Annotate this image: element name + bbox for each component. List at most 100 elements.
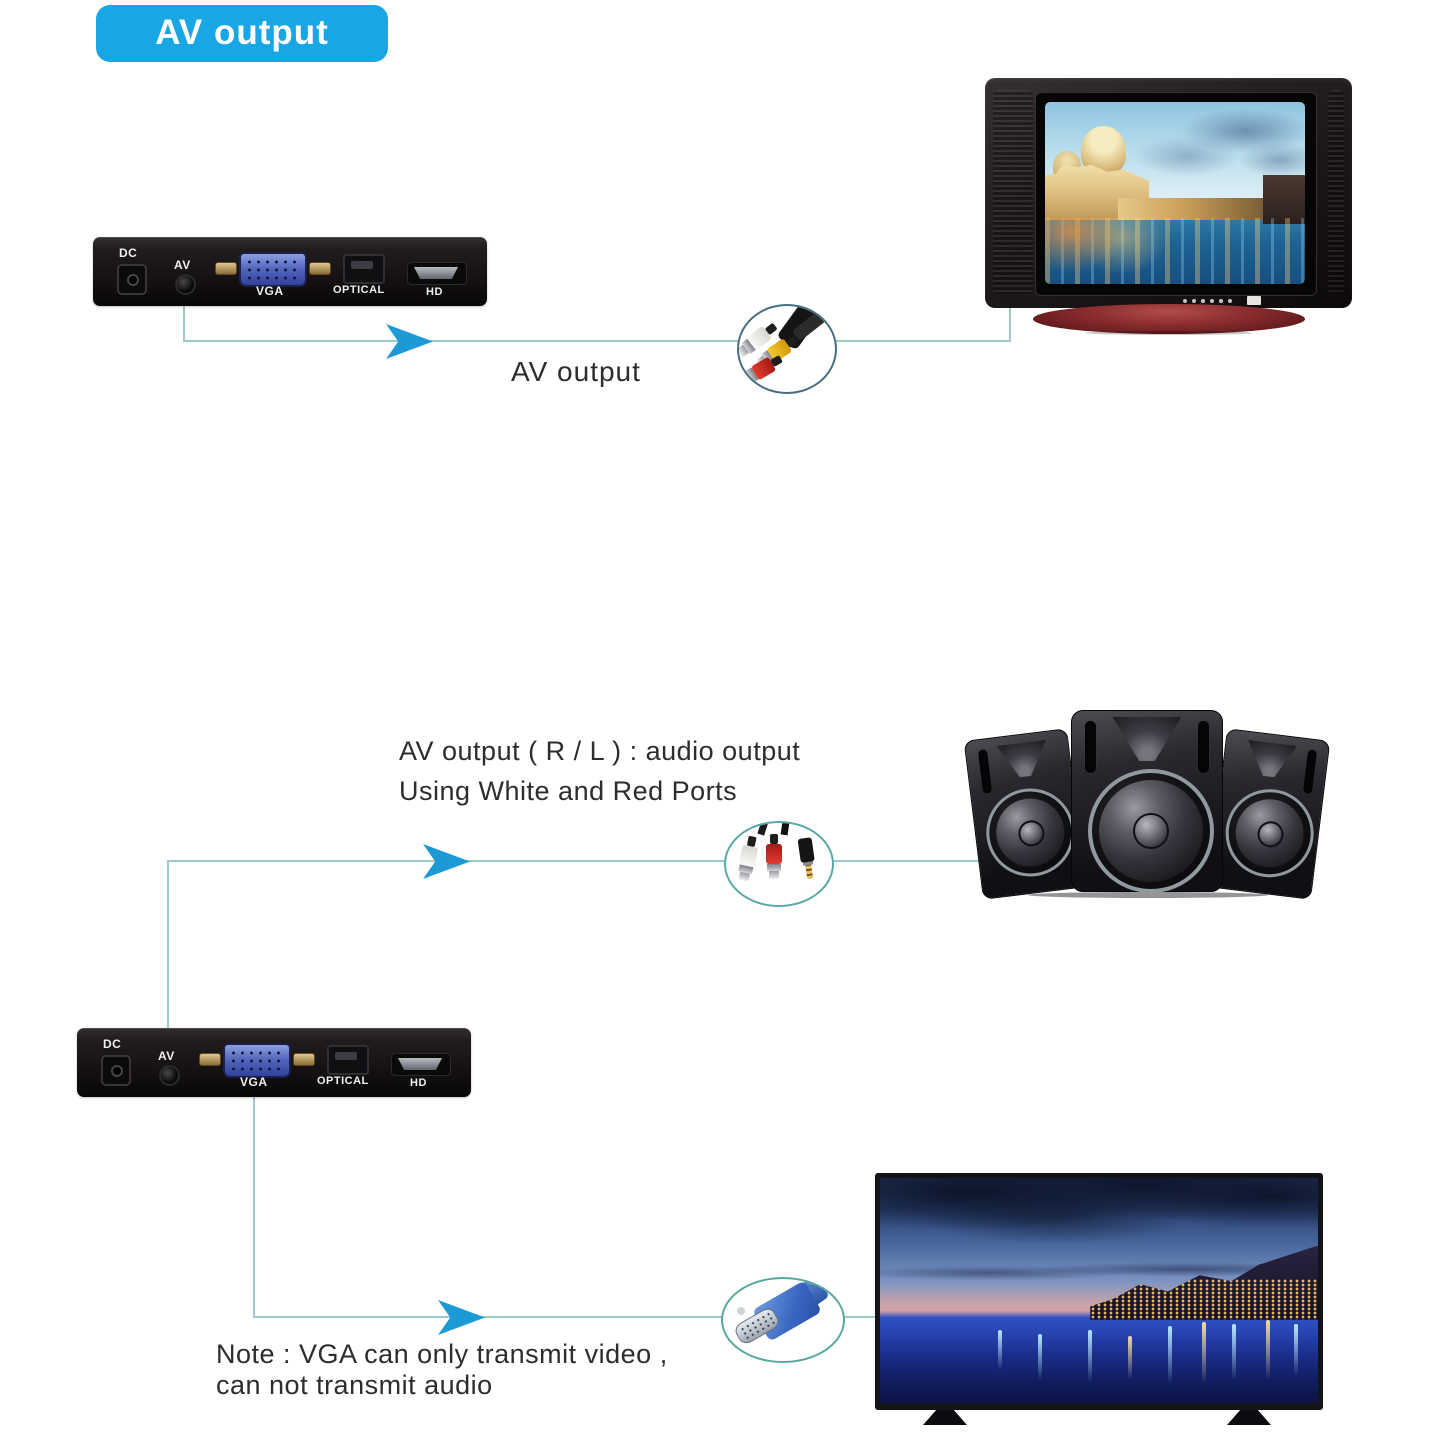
speaker-port-slot [1302,749,1318,795]
audio-jack-3-5mm [797,832,817,880]
speaker-system [963,708,1331,900]
dc-jack-hole [127,274,139,286]
vga-pins [245,258,301,281]
water-light-streak [1088,1330,1092,1382]
audio-caption-line2: Using White and Red Ports [399,776,738,806]
vga-line-horizontal [253,1316,877,1318]
speaker-horn [1112,717,1182,761]
speaker-horn [994,740,1054,781]
water-light-streak [1038,1334,1042,1380]
water-light-streak [1128,1336,1132,1380]
av-cable-icon [737,304,837,394]
vga-thumbscrew [737,1307,745,1315]
speaker-center [1071,710,1223,893]
converter-box-top: DC AV VGA OPTICAL HD [93,237,487,306]
av-port-label: AV [174,258,191,272]
audio-output-caption: AV output ( R / L ) : audio output Using… [399,731,800,811]
vga-cable-icon [721,1277,845,1363]
crt-tv-base [1033,304,1305,334]
crt-speaker-grille-left [993,90,1033,294]
vga-port-label: VGA [240,1075,268,1089]
vga-screw-icon [309,262,331,275]
vga-screw-icon [199,1053,221,1066]
vga-port-icon [223,1043,291,1078]
dc-jack-hole [111,1065,123,1077]
water-light-streak [1168,1326,1172,1384]
water-light-streak [998,1330,1002,1370]
audio-caption-line1: AV output ( R / L ) : audio output [399,736,801,766]
crt-tv [985,78,1352,336]
note-line1: Note : VGA can only transmit video , [216,1339,668,1369]
vga-note-caption: Note : VGA can only transmit video , can… [216,1339,668,1401]
speaker-port-slot [1085,721,1096,773]
dark-buildings [1263,174,1305,224]
dc-port-icon [117,264,147,295]
cable-sleeve [757,823,770,836]
golden-buildings [1117,198,1305,221]
dc-port-label: DC [103,1037,122,1051]
speaker-dustcap [1256,819,1286,849]
flat-tv [875,1173,1323,1427]
optical-port-icon [327,1045,369,1075]
flat-tv-foot-right [1227,1410,1271,1425]
crt-tv-shadow [1085,331,1253,335]
water-light-streak [1232,1324,1236,1380]
vga-port-label: VGA [256,284,284,298]
audio-cable-icon [724,821,834,907]
speaker-right [1207,728,1331,900]
speaker-shadow [1028,892,1268,898]
av-port-label: AV [158,1049,175,1063]
cable-sleeve [780,823,791,836]
flat-tv-bezel [875,1173,1323,1410]
hdmi-port-icon [407,262,467,285]
speaker-port-slot [977,749,993,794]
speaker-woofer [1088,769,1214,893]
speaker-dustcap [1016,818,1046,848]
speaker-dustcap [1133,813,1169,849]
speaker-port-slot [1198,721,1209,773]
speaker-woofer [981,783,1080,882]
crt-tv-cabinet [985,78,1352,308]
av-output-caption: AV output [511,356,641,387]
flat-tv-screen [880,1178,1318,1403]
av-port-icon [175,274,196,295]
optical-port-icon [343,254,385,284]
flat-tv-foot-left [923,1410,967,1425]
crt-speaker-grille-right [1328,90,1344,294]
vga-port-icon [239,252,307,287]
water-reflections [1045,218,1305,284]
water-light-streak [1266,1320,1270,1380]
hdmi-port-icon [391,1053,451,1076]
crt-tv-screen [1045,102,1305,284]
speaker-horn [1241,740,1301,781]
crt-power-button [1247,296,1261,305]
av-port-icon [159,1065,180,1086]
water-light-streak [1202,1322,1206,1384]
optical-port-label: OPTICAL [333,284,385,296]
optical-port-label: OPTICAL [317,1075,369,1087]
speaker-woofer [1220,784,1319,883]
optical-port-inner [335,1052,357,1060]
audio-line-horizontal [167,860,979,862]
hd-port-label: HD [410,1077,427,1089]
hdmi-port-inner [398,1058,442,1070]
sky-clouds [1136,105,1305,179]
dc-port-icon [101,1055,131,1086]
vga-pins [229,1049,285,1072]
vga-screw-icon [293,1053,315,1066]
vga-line-vertical [253,1094,255,1318]
av-output-banner: AV output [96,5,388,62]
av-line-horizontal-top [183,340,1011,342]
av-line-to-tv [1009,306,1011,342]
dark-clouds [880,1178,1318,1250]
crt-control-buttons [1183,296,1261,305]
rca-plug-red [766,834,782,879]
av-line-vertical-top [183,300,185,342]
hdmi-port-inner [414,267,458,279]
rca-plug-white [736,835,761,882]
audio-line-vertical [167,861,169,1033]
water-light-streak [1294,1324,1298,1376]
note-line2: can not transmit audio [216,1370,493,1400]
dc-port-label: DC [119,246,138,260]
